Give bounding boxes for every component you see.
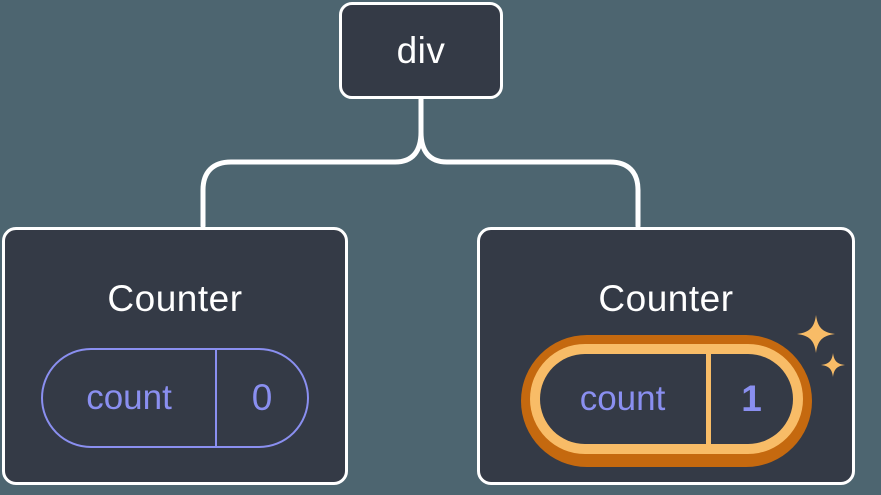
root-node-label: div <box>396 29 446 71</box>
state-pill-left: count 0 <box>41 348 309 448</box>
state-pill-highlight-inner-ring: count 1 <box>529 344 803 454</box>
counter-card-left: Counter count 0 <box>2 227 348 485</box>
counter-card-right: Counter count 1 <box>477 227 855 485</box>
state-key-label: count <box>540 354 711 444</box>
state-pill-right: count 1 <box>539 354 793 444</box>
state-value: 1 <box>741 378 762 419</box>
root-node-div: div <box>339 2 503 99</box>
counter-card-right-title: Counter <box>598 278 734 319</box>
state-pill-highlight-ring: count 1 <box>520 335 812 467</box>
state-key-label: count <box>43 350 217 446</box>
state-value: 0 <box>251 377 273 418</box>
counter-card-left-title: Counter <box>107 278 243 319</box>
sparkles-icon <box>797 315 845 377</box>
